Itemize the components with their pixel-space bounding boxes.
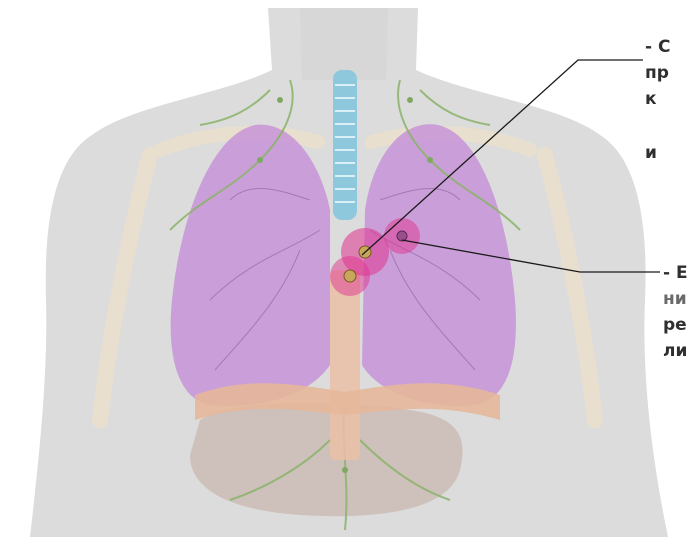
label-lower-line: ли xyxy=(663,338,688,364)
trachea xyxy=(333,70,357,220)
label-upper-line: - С xyxy=(645,34,670,60)
tumor-node xyxy=(397,231,407,241)
label-lower-line: - Е xyxy=(663,260,688,286)
label-lower-line: ре xyxy=(663,312,688,338)
label-upper-line: пр xyxy=(645,60,670,86)
label-lower: - Е ни ре ли xyxy=(663,260,688,364)
neck-shade xyxy=(300,8,388,80)
label-upper-line: и xyxy=(645,140,670,166)
label-upper-line: к xyxy=(645,86,670,112)
label-upper: - С пр к и xyxy=(645,34,670,166)
esophagus xyxy=(330,270,360,460)
tumor-node xyxy=(344,270,356,282)
label-lower-line: ни xyxy=(663,286,688,312)
